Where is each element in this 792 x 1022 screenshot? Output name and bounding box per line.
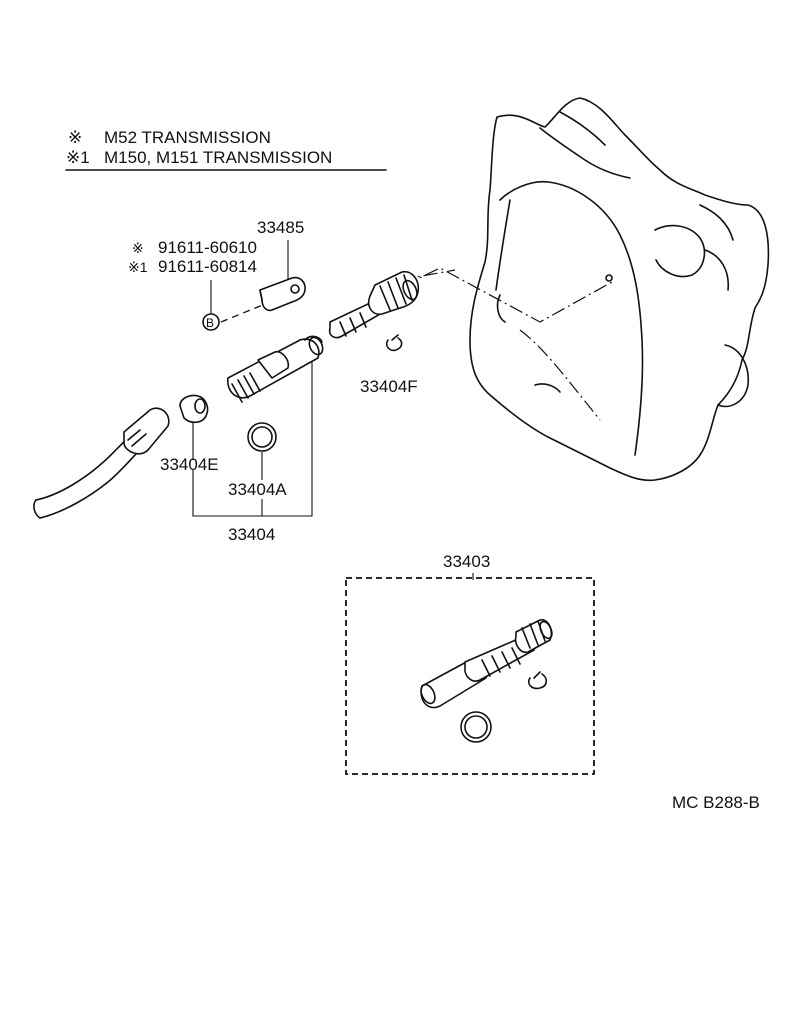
transmission-housing [469,97,770,482]
housing-bolt-hole [605,274,613,282]
legend: ※ M52 TRANSMISSION ※1 M150, M151 TRANSMI… [65,128,387,171]
kit-oring [460,711,492,743]
plate-edge [259,289,263,301]
sleeve-notch [304,335,323,343]
kit-gear-sleeve [420,619,553,709]
bushing [179,394,209,424]
cable-end [33,499,41,519]
speedometer-cable [33,407,170,519]
kit-gear-teeth [514,619,553,654]
kit-oring-inner [464,715,488,739]
kit-gear-end [539,620,553,640]
sleeve [227,335,324,403]
legend-m52: M52 TRANSMISSION [104,128,271,147]
kit-clip [527,671,548,690]
housing-port-edge [496,294,506,323]
cable-nut [123,407,170,455]
plate-hole [290,284,300,294]
kit-clip-icon [527,673,548,690]
bushing-body [179,394,209,424]
clip-icon [385,337,403,352]
housing-outline [469,97,770,482]
kit-sleeve-end [420,683,436,705]
cable-upper [35,437,129,501]
gear-teeth [367,270,420,316]
bolt-part-91611-60814: 91611-60814 [158,257,257,276]
gear-shaft-ridges [339,312,367,337]
assy-bracket [192,362,313,517]
housing-top-ridge-2 [559,111,606,146]
label-33404: 33404 [228,525,275,544]
housing-inner-rim [499,180,644,456]
housing-lower-detail [534,383,561,393]
label-33403: 33403 [443,552,490,571]
assembly-line-3 [519,329,601,421]
housing-boss-edge [699,204,734,241]
clip-tail [391,334,399,341]
label-33485: 33485 [257,218,304,237]
legend-symbol-1: ※ [68,128,82,147]
bolt-symbol-1: ※ [132,240,144,256]
bolt-icon [202,313,220,331]
bolt-dashed-line [220,301,271,323]
housing-detail [704,249,730,291]
gear-tooth-lines [379,274,413,311]
locking-plate [259,276,306,312]
gear-end [402,279,418,301]
bolt-labels: ※ 91611-60610 ※1 91611-60814 [128,238,257,313]
oring-inner [251,426,273,448]
housing-inner-edge [495,199,511,291]
sleeve-end [308,336,324,356]
housing-top-ridge [539,127,631,179]
label-33404A: 33404A [228,480,287,499]
diagram-code: MC B288-B [672,793,760,812]
sleeve-collar [257,350,290,379]
legend-m150-m151: M150, M151 TRANSMISSION [104,148,332,167]
bushing-bore [194,398,206,414]
kit-box [345,577,595,775]
bolt-part-91611-60610: 91611-60610 [158,238,257,257]
plate-body [259,276,306,312]
cable-ferrule-lines [127,429,147,447]
clip-33404F [385,334,403,352]
kit-clip-tail [533,671,541,679]
bolt-symbol-2: ※1 [128,259,148,275]
cable-lower [39,451,139,519]
driven-gear [328,270,420,339]
legend-symbol-2: ※1 [66,148,90,167]
sleeve-threads [231,372,261,403]
bolt-marker: B [202,313,220,331]
housing-boss-2 [717,344,750,408]
oring [247,422,277,452]
housing-boss-1 [654,224,706,278]
kit-gear-ribs [481,647,521,677]
bolt-marker-letter: B [206,316,214,330]
label-33404F: 33404F [360,377,418,396]
label-33404E: 33404E [160,455,219,474]
